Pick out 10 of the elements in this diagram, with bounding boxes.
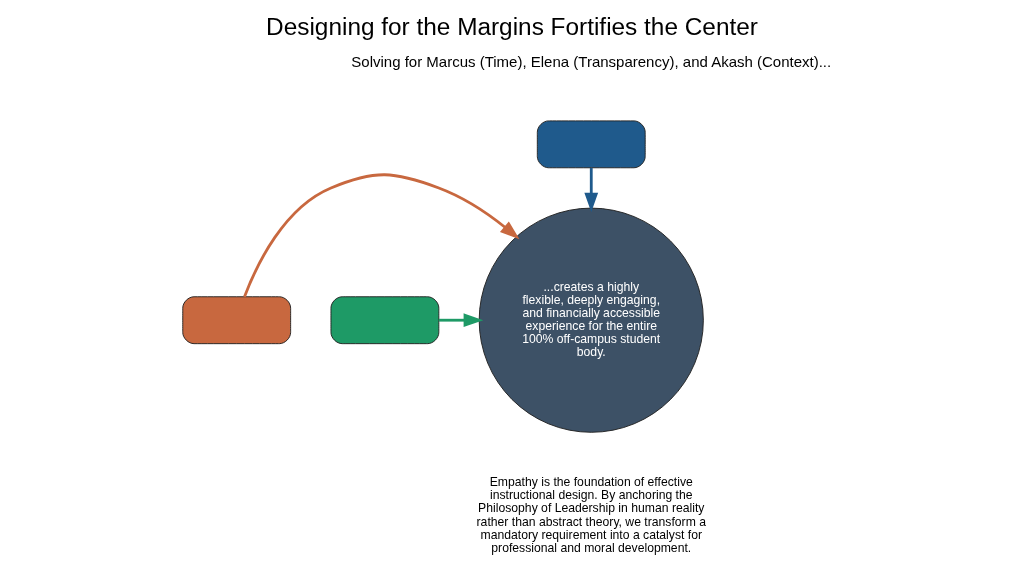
diagram-title: Designing for the Margins Fortifies the Center <box>266 13 758 41</box>
arrow <box>438 313 484 328</box>
label: Empathy is the foundation of effective instructional design. By anchoring the Philosophy of Leadership in human reality rather than abstract theory, we transform a mandatory requirement into a catalyst for professional and moral development. <box>476 475 706 555</box>
node-arc <box>330 296 440 345</box>
arrow <box>243 173 520 298</box>
arrow <box>584 168 599 213</box>
node-circle: ...creates a highly flexible, deeply engaging, and financially accessible experience for the entire 100% off-campus student body. <box>478 207 704 433</box>
label: Solving for Marcus (Time), Elena (Transparency), and Akash (Context)... <box>351 53 832 71</box>
node-arc <box>182 296 292 345</box>
node-arc <box>536 120 646 169</box>
